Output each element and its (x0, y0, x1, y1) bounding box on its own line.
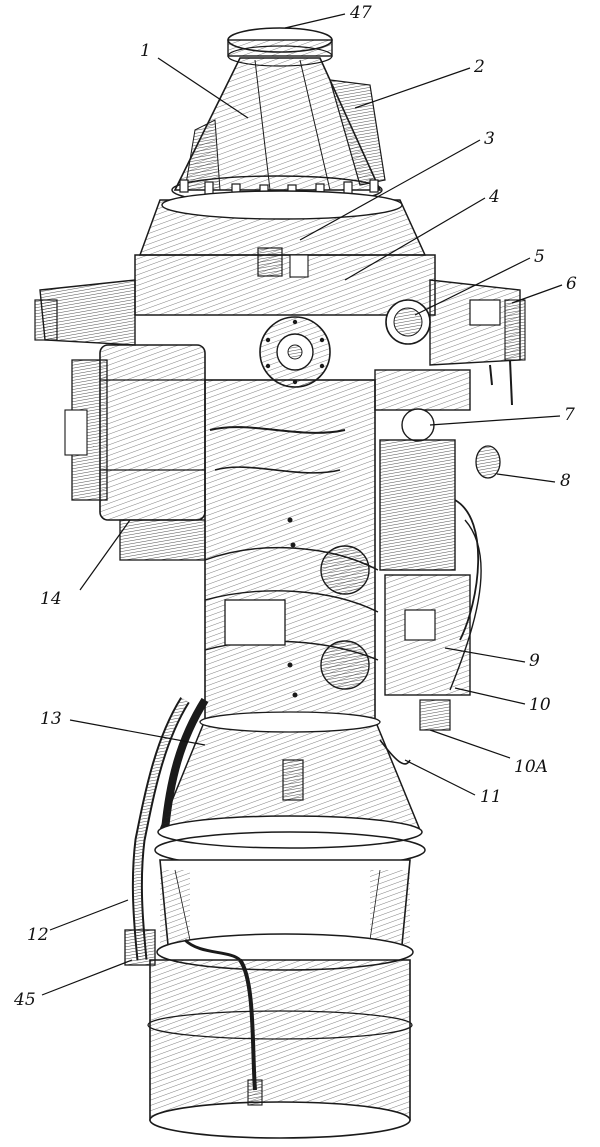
label-8: 8 (560, 471, 571, 491)
exhaust-section (147, 859, 414, 1139)
leader-2 (354, 67, 471, 109)
hoses-left (124, 697, 209, 966)
leader-10 (454, 687, 526, 705)
leader-1 (157, 57, 249, 119)
label-5: 5 (534, 247, 545, 267)
label-13: 13 (40, 709, 62, 729)
leader-6 (511, 284, 563, 304)
engine-body (34, 27, 526, 1139)
label-1: 1 (140, 41, 151, 61)
label-3: 3 (484, 129, 495, 149)
leader-8 (496, 473, 556, 483)
label-10A: 10A (514, 757, 548, 777)
leader-47 (284, 13, 346, 29)
reduction-gearbox (171, 57, 386, 205)
label-14: 14 (40, 589, 62, 609)
label-11: 11 (480, 787, 502, 807)
leader-14 (79, 519, 131, 591)
leader-9 (444, 647, 526, 663)
label-47: 47 (349, 3, 372, 23)
label-2: 2 (473, 57, 485, 77)
leader-11 (404, 759, 476, 796)
label-45: 45 (13, 990, 36, 1010)
label-6: 6 (566, 274, 577, 294)
leader-7 (429, 415, 561, 426)
output-flange (227, 27, 333, 67)
starter-generator (64, 344, 206, 561)
leader-45 (41, 959, 133, 996)
fuel-control-assembly (374, 369, 501, 765)
label-4: 4 (488, 187, 500, 207)
compressor-casing (204, 379, 379, 721)
combustor-section (154, 711, 426, 869)
label-10: 10 (529, 695, 551, 715)
accessory-housing (34, 247, 526, 406)
callout-labels: 47 1 2 3 4 5 6 7 8 9 10 10A 11 12 13 14 … (13, 3, 577, 1010)
leader-lines (41, 13, 563, 996)
label-12: 12 (27, 925, 49, 945)
label-7: 7 (564, 405, 575, 425)
leader-10A (429, 729, 511, 759)
leader-3 (299, 139, 481, 241)
leader-5 (414, 257, 531, 316)
label-9: 9 (529, 651, 540, 671)
leader-4 (344, 197, 486, 281)
leader-13 (69, 719, 206, 746)
leader-12 (49, 899, 129, 931)
